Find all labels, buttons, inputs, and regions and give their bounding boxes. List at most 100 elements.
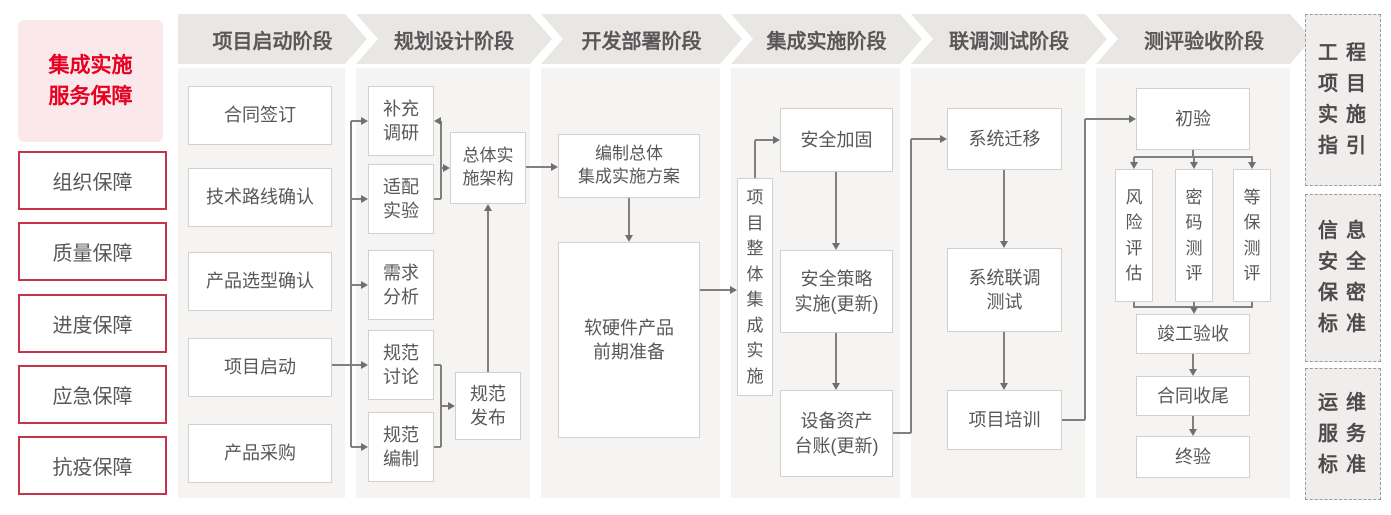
phase-header-integration: 集成实施阶段 <box>731 14 922 64</box>
node-final-acceptance: 终验 <box>1136 436 1250 478</box>
node-crypto-evaluation: 密 码 测 评 <box>1175 169 1213 302</box>
node-tech-route-confirm: 技术路线确认 <box>188 168 332 227</box>
connector-line <box>1192 150 1194 158</box>
sidebar-title: 集成实施 服务保障 <box>18 20 163 142</box>
node-initial-acceptance: 初验 <box>1136 88 1250 150</box>
arrowhead-u <box>483 204 492 211</box>
node-adaptation-test: 适配 实验 <box>368 164 434 234</box>
connector-line <box>1133 302 1135 308</box>
phase-header-acceptance: 测评验收阶段 <box>1096 14 1312 64</box>
connector-line <box>351 198 361 200</box>
arrowhead-r <box>361 280 368 289</box>
arrowhead-d <box>624 235 633 242</box>
connector-line <box>1192 354 1194 371</box>
node-project-training: 项目培训 <box>947 390 1062 450</box>
phase-header-dev-deployment: 开发部署阶段 <box>541 14 742 64</box>
node-overall-architecture: 总体实 施架构 <box>450 132 526 204</box>
standard-box-ops-service: 运维 服务 标准 <box>1305 368 1381 500</box>
arrowhead-d <box>1129 162 1138 169</box>
arrowhead-r <box>1129 114 1136 123</box>
connector-line <box>440 121 442 199</box>
connector-line <box>350 121 352 447</box>
arrowhead-d <box>999 383 1008 390</box>
standard-box-info-security: 信息 安全 保密 标准 <box>1305 194 1381 362</box>
connector-line <box>526 166 551 168</box>
node-overall-integration: 项 目 整 体 集 成 实 施 <box>737 178 773 396</box>
arrowhead-d <box>831 383 840 390</box>
connector-line <box>835 172 837 243</box>
arrowhead-r <box>361 194 368 203</box>
connector-line <box>441 167 444 169</box>
connector-line <box>1193 157 1195 163</box>
arrowhead-d <box>1188 369 1197 376</box>
connector-line <box>893 432 911 434</box>
guarantee-item-quality: 质量保障 <box>18 222 167 281</box>
connector-line <box>351 284 361 286</box>
arrowhead-r <box>361 116 368 125</box>
guarantee-item-organization: 组织保障 <box>18 151 167 210</box>
node-product-procurement: 产品采购 <box>188 424 332 483</box>
connector-line <box>1251 157 1253 163</box>
node-joint-testing: 系统联调 测试 <box>947 248 1062 332</box>
phase-header-joint-testing: 联调测试阶段 <box>911 14 1107 64</box>
connector-line <box>1192 416 1194 431</box>
arrowhead-d <box>1189 162 1198 169</box>
node-spec-discussion: 规范 讨论 <box>368 330 434 400</box>
connector-line <box>835 333 837 383</box>
guarantee-item-epidemic: 抗疫保障 <box>18 436 167 495</box>
node-completion-acceptance: 竣工验收 <box>1136 314 1250 354</box>
connector-line <box>332 364 361 366</box>
phase-header-project-kickoff: 项目启动阶段 <box>178 14 367 64</box>
connector-line <box>487 211 489 372</box>
arrowhead-r <box>361 360 368 369</box>
node-spec-release: 规范 发布 <box>455 372 521 440</box>
connector-line <box>1003 170 1005 241</box>
node-pre-preparation: 软硬件产品 前期准备 <box>558 242 700 438</box>
connector-line <box>441 405 449 407</box>
connector-line <box>434 446 441 448</box>
arrowhead-d <box>1189 307 1198 314</box>
node-product-selection-confirm: 产品选型确认 <box>188 252 332 311</box>
node-overall-plan: 编制总体 集成实施方案 <box>558 134 700 198</box>
arrowhead-r <box>361 442 368 451</box>
connector-line <box>1251 302 1253 308</box>
guarantee-item-schedule: 进度保障 <box>18 294 167 353</box>
node-risk-assessment: 风 险 评 估 <box>1115 169 1153 302</box>
connector-line <box>1084 119 1086 420</box>
standard-box-project-guide: 工程 项目 实施 指引 <box>1305 14 1381 186</box>
arrowhead-r <box>551 162 558 171</box>
arrowhead-r <box>443 163 450 172</box>
node-supplement-research: 补充 调研 <box>368 86 434 156</box>
arrowhead-d <box>1188 429 1197 436</box>
node-contract-closure: 合同收尾 <box>1136 376 1250 416</box>
node-contract-signing: 合同签订 <box>188 86 332 145</box>
connector-line <box>1193 302 1195 308</box>
guarantee-item-emergency: 应急保障 <box>18 365 167 424</box>
connector-line <box>911 138 940 140</box>
arrowhead-r <box>940 134 947 143</box>
node-spec-compilation: 规范 编制 <box>368 412 434 482</box>
node-security-hardening: 安全加固 <box>780 108 893 172</box>
node-asset-ledger: 设备资产 台账(更新) <box>780 390 893 477</box>
arrowhead-r <box>773 135 780 144</box>
connector-line <box>910 139 912 433</box>
connector-line <box>434 198 441 200</box>
node-system-migration: 系统迁移 <box>947 108 1062 170</box>
node-mlps-evaluation: 等 保 测 评 <box>1233 169 1271 302</box>
connector-line <box>434 364 441 366</box>
connector-line <box>351 120 361 122</box>
arrowhead-r <box>730 285 737 294</box>
connector-line <box>628 198 630 235</box>
connector-line <box>351 446 361 448</box>
connector-line <box>755 139 773 141</box>
connector-line <box>1003 332 1005 383</box>
connector-line <box>700 289 730 291</box>
node-requirement-analysis: 需求 分析 <box>368 250 434 320</box>
connector-line <box>1133 157 1135 163</box>
arrowhead-d <box>1247 162 1256 169</box>
connector-line <box>1085 118 1129 120</box>
connector-line <box>1062 419 1085 421</box>
arrowhead-l <box>434 116 441 125</box>
connector-line <box>754 140 756 178</box>
